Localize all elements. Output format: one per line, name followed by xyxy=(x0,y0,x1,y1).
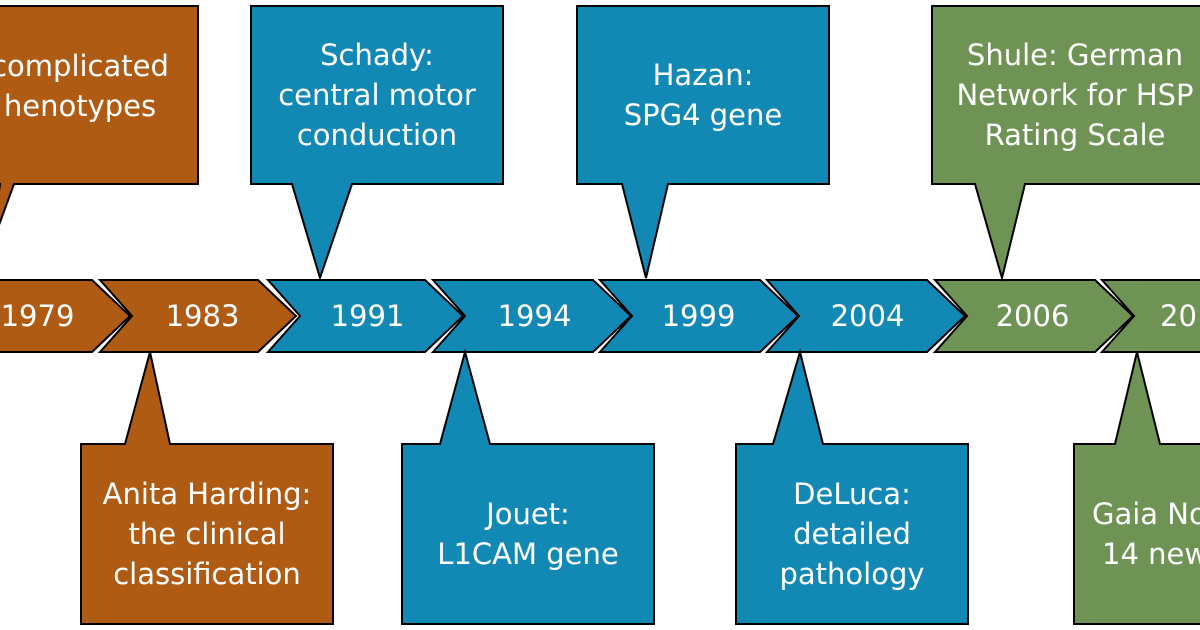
callout-line: complicated xyxy=(0,49,169,83)
timeline-chevron-1994 xyxy=(430,279,633,353)
year-label-20: 20 xyxy=(1160,299,1197,333)
callout-line: Jouet: xyxy=(486,497,570,531)
callout-box-up-1 xyxy=(250,5,504,282)
callout-box-down-6 xyxy=(735,348,969,625)
callout-line: Network for HSP xyxy=(956,78,1194,112)
callout-line: detailed xyxy=(793,517,911,551)
callout-shule: Shule: German Network for HSP Rating Sca… xyxy=(940,6,1200,184)
callout-line: Shule: German xyxy=(966,38,1184,72)
year-label-2006: 2006 xyxy=(995,299,1070,333)
timeline-chevron-2004 xyxy=(764,279,967,353)
callout-line: Anita Harding: xyxy=(102,477,312,511)
callout-jouet: Jouet: L1CAM gene xyxy=(402,444,654,624)
callout-line: classification xyxy=(113,557,301,591)
timeline-chevron-1979 xyxy=(0,279,132,353)
callout-line: 14 new xyxy=(1102,537,1200,571)
callout-line: DeLuca: xyxy=(793,477,911,511)
callout-box-down-7 xyxy=(1073,351,1200,625)
callout-line: conduction xyxy=(296,118,458,152)
callout-hazan: Hazan: SPG4 gene xyxy=(577,6,829,184)
year-label-1991: 1991 xyxy=(330,299,405,333)
callout-complicated-phenotypes: complicated henotypes xyxy=(0,8,200,183)
callout-line: Rating Scale xyxy=(984,118,1166,152)
timeline-chevron-2006 xyxy=(932,279,1135,353)
callout-line: the clinical xyxy=(128,517,286,551)
callout-box-down-4 xyxy=(80,351,334,625)
callout-gaia: Gaia No 14 new xyxy=(1092,444,1200,624)
year-label-1983: 1983 xyxy=(165,299,240,333)
callout-box-up-0 xyxy=(0,5,199,226)
callout-deluca: DeLuca: detailed pathology xyxy=(736,444,968,624)
year-label-1979: 1979 xyxy=(0,299,75,333)
callout-line: henotypes xyxy=(3,89,157,123)
timeline-chevron-1999 xyxy=(597,279,800,353)
callout-line: pathology xyxy=(779,557,925,591)
year-label-1999: 1999 xyxy=(661,299,736,333)
callout-box-down-5 xyxy=(401,348,655,625)
year-label-1994: 1994 xyxy=(497,299,572,333)
callout-line: Schady: xyxy=(320,38,434,72)
callout-line: Hazan: xyxy=(652,58,754,92)
callout-anita-harding: Anita Harding: the clinical classificati… xyxy=(81,444,333,624)
callout-line: central motor xyxy=(278,78,476,112)
callout-box-up-2 xyxy=(576,5,830,279)
timeline-chevron-1983 xyxy=(97,279,298,353)
callout-line: Gaia No xyxy=(1092,497,1200,531)
callout-line: L1CAM gene xyxy=(437,537,619,571)
timeline-chevron-20 xyxy=(1099,279,1200,353)
year-label-2004: 2004 xyxy=(830,299,905,333)
callout-box-up-3 xyxy=(931,5,1200,282)
timeline-chevron-1991 xyxy=(265,279,465,353)
callout-line: SPG4 gene xyxy=(623,98,783,132)
callout-schady: Schady: central motor conduction xyxy=(251,6,503,184)
